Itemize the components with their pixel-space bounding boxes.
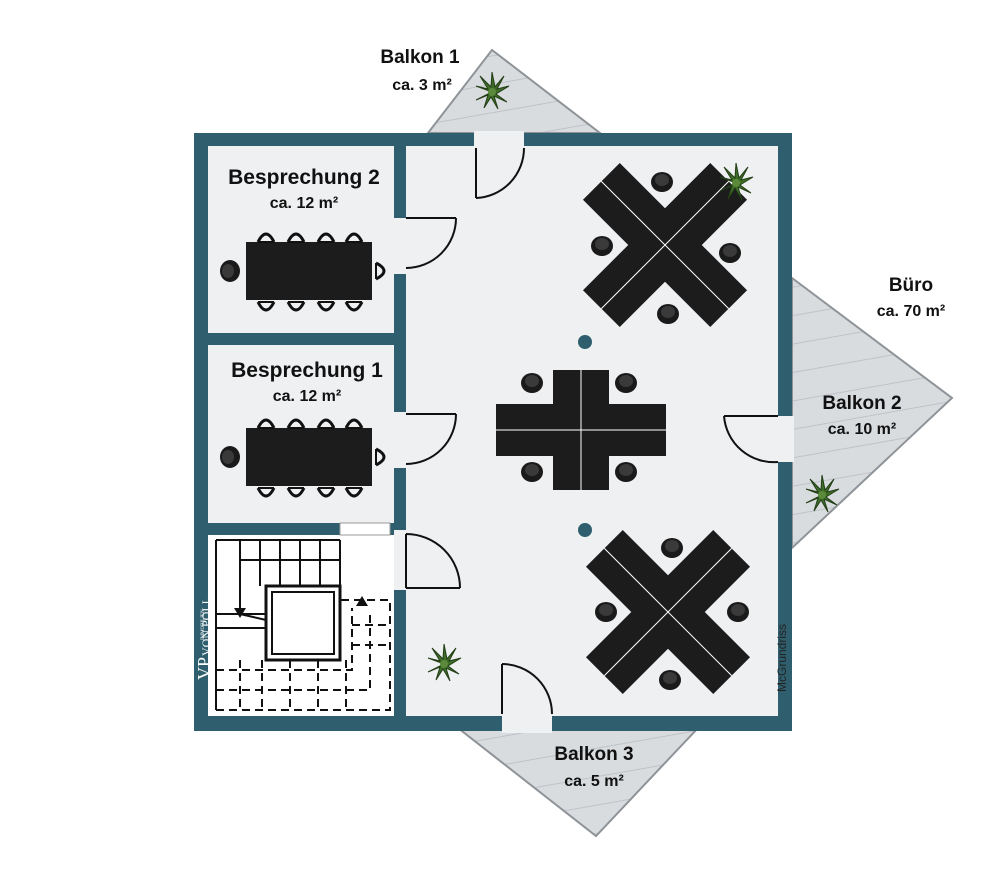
buero-area: ca. 70 m²	[877, 303, 945, 320]
door-meeting-1[interactable]	[405, 413, 457, 465]
von-poll-logo: VP VON POLL IMMOBILIEN	[194, 597, 214, 680]
besprechung-2-label: Besprechung 2	[228, 166, 380, 189]
column	[578, 335, 592, 349]
balkon-3-label: Balkon 3	[554, 744, 633, 765]
desk-cluster-bottom	[585, 529, 751, 695]
door-meeting-2[interactable]	[405, 217, 457, 269]
svg-text:VON POLL: VON POLL	[199, 597, 213, 656]
door-balcony-1[interactable]	[475, 147, 526, 199]
buero-label: Büro	[889, 275, 933, 296]
stair-arrow-down-icon	[234, 608, 246, 618]
meeting-table-2	[220, 232, 386, 312]
credit-label: McGrundriss	[775, 624, 789, 692]
door-balcony-2[interactable]	[723, 415, 779, 464]
balkon-2-label: Balkon 2	[822, 393, 901, 414]
balkon-1-area: ca. 3 m²	[392, 77, 452, 94]
door-staircase[interactable]	[405, 533, 461, 589]
balkon-1-label: Balkon 1	[380, 47, 460, 68]
desk-cluster-top	[582, 162, 748, 328]
balkon-2-area: ca. 10 m²	[828, 421, 896, 438]
besprechung-1-area: ca. 12 m²	[273, 388, 341, 405]
svg-text:IMMOBILIEN: IMMOBILIEN	[201, 609, 206, 640]
besprechung-1-label: Besprechung 1	[231, 359, 383, 382]
staircase	[215, 539, 391, 711]
column	[578, 523, 592, 537]
desk-cluster-middle	[496, 370, 666, 490]
meeting-table-1	[220, 418, 386, 498]
besprechung-2-area: ca. 12 m²	[270, 195, 338, 212]
balkon-3-area: ca. 5 m²	[564, 773, 624, 790]
stair-arrow-up-icon	[356, 596, 368, 606]
svg-text:VP: VP	[194, 657, 214, 680]
door-balcony-3[interactable]	[501, 663, 553, 715]
